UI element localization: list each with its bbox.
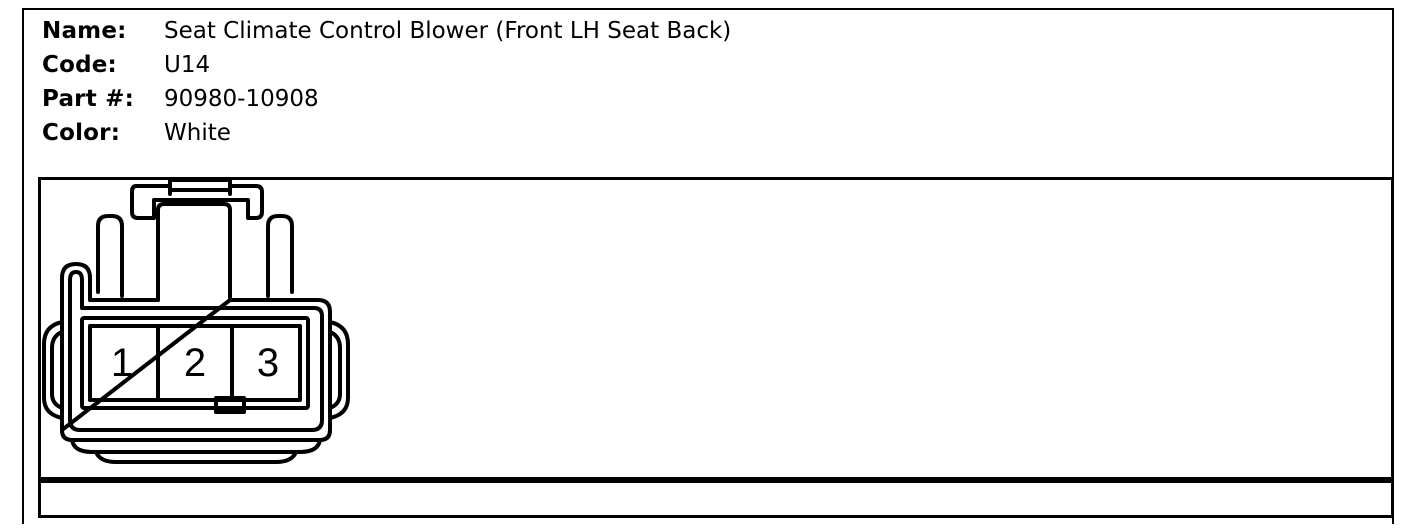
right-side-clip-inner: [328, 330, 342, 410]
connector-footer-panel: [38, 480, 1394, 518]
color-label: Color:: [42, 120, 121, 146]
name-label: Name:: [42, 18, 127, 44]
code-label: Code:: [42, 52, 117, 78]
color-value: White: [164, 120, 231, 146]
latch-tab-inner: [168, 184, 232, 196]
code-value: U14: [164, 52, 211, 78]
latch-tab-outer: [130, 178, 264, 220]
latch-body: [156, 202, 232, 302]
bottom-skirt: [70, 438, 322, 454]
pin-label-1: 1: [111, 341, 133, 385]
left-guide-post: [96, 214, 124, 298]
code-row: Code: U14: [42, 48, 731, 82]
left-side-clip-inner: [50, 330, 64, 410]
housing-outer: [60, 262, 332, 442]
pin-label-2: 2: [184, 341, 206, 385]
connector-diagram-panel: [38, 177, 1394, 480]
housing-inner: [68, 270, 324, 432]
polarization-key: [214, 396, 246, 414]
color-row: Color: White: [42, 116, 731, 150]
name-value: Seat Climate Control Blower (Front LH Se…: [164, 18, 732, 44]
pin-cavity-block: [80, 316, 310, 410]
connector-info-table: Name: Seat Climate Control Blower (Front…: [42, 14, 731, 150]
part-row: Part #: 90980-10908: [42, 82, 731, 116]
part-label: Part #:: [42, 86, 134, 112]
part-value: 90980-10908: [164, 86, 319, 112]
pin-label-3: 3: [257, 341, 279, 385]
name-row: Name: Seat Climate Control Blower (Front…: [42, 14, 731, 48]
right-side-clip: [328, 320, 350, 420]
bottom-skirt-lower: [94, 450, 298, 464]
left-side-clip: [42, 320, 64, 420]
pin-cavity-block-inner: [88, 324, 302, 402]
right-guide-post: [266, 214, 294, 298]
